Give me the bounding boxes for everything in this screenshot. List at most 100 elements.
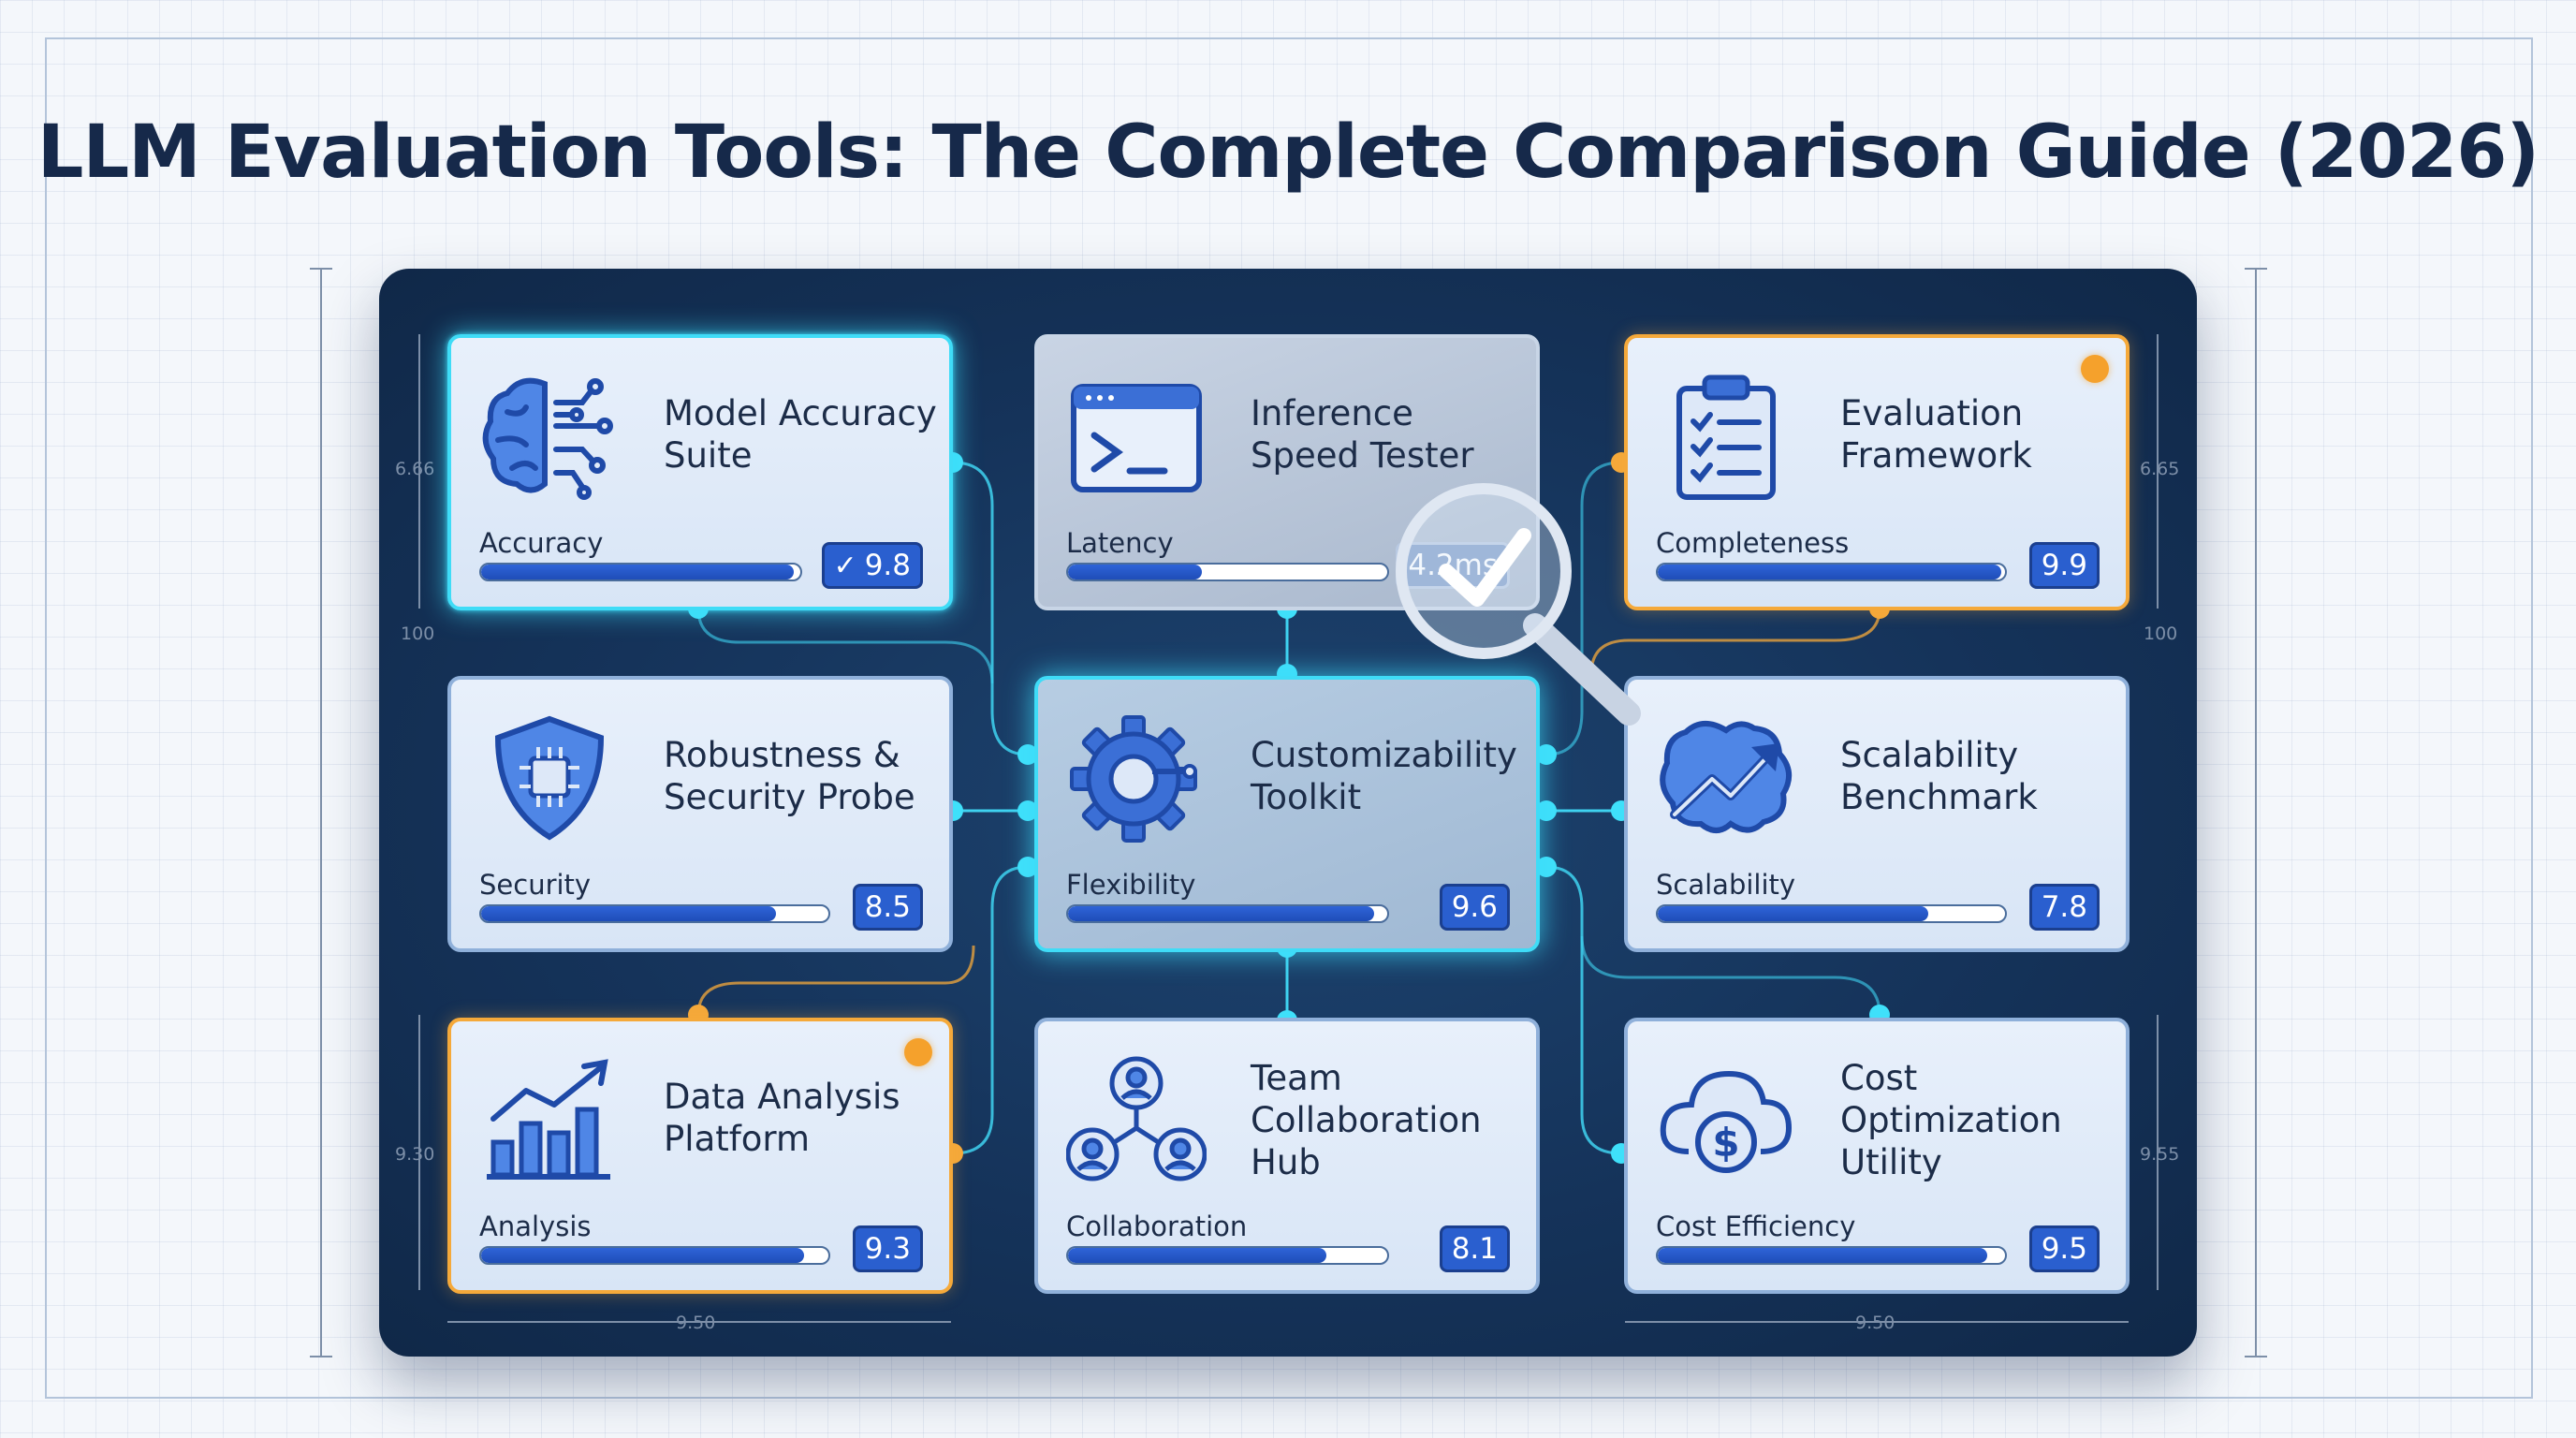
metric-label: Completeness	[1656, 527, 1850, 559]
metric-label: Collaboration	[1066, 1211, 1248, 1242]
score-value: 9.5	[2041, 1232, 2087, 1266]
score-value: 9.8	[864, 549, 911, 582]
score-bar-fill	[1068, 565, 1203, 580]
team-network-icon	[1066, 1056, 1207, 1181]
tool-name: Customizability Toolkit	[1251, 735, 1517, 817]
score-badge: 9.5	[2028, 1225, 2100, 1272]
terminal-window-icon	[1071, 384, 1202, 492]
connector-accuracy-bottom	[696, 608, 994, 684]
score-bar-fill	[481, 565, 795, 580]
score-badge: ✓9.8	[821, 542, 923, 589]
metric-label: Accuracy	[479, 527, 604, 559]
tool-name: Data Analysis Platform	[664, 1077, 900, 1159]
shield-chip-icon	[494, 715, 605, 841]
gear-icon	[1070, 715, 1197, 843]
check-icon: ✓	[833, 549, 857, 582]
clipboard-checklist-icon	[1676, 374, 1776, 500]
metric-label: Flexibility	[1066, 869, 1196, 901]
score-bar	[1066, 1246, 1389, 1265]
node-dot	[1017, 744, 1038, 765]
score-value: 8.1	[1451, 1232, 1498, 1266]
dimension-label: 9.50	[1855, 1313, 1895, 1333]
page-frame	[45, 37, 2533, 1399]
score-value: 9.3	[864, 1232, 911, 1266]
tool-name: Model Accuracy Suite	[664, 393, 937, 476]
score-badge: 9.9	[2028, 542, 2100, 589]
score-value: 9.6	[1451, 890, 1498, 924]
node-dot	[1017, 857, 1038, 877]
tool-card-model-accuracy-suite[interactable]: Model Accuracy Suite Accuracy ✓9.8	[447, 334, 953, 610]
node-dot	[1536, 744, 1557, 765]
score-badge: 9.3	[852, 1225, 923, 1272]
tool-name: Scalability Benchmark	[1840, 735, 2038, 817]
magnifier-lens	[1396, 483, 1572, 659]
connector-center-top-right	[1545, 461, 1622, 756]
tool-card-cost-optimization-utility[interactable]: $ Cost Optimization Utility Cost Efficie…	[1624, 1018, 2130, 1294]
score-bar-fill	[1068, 1248, 1327, 1263]
score-bar	[479, 563, 802, 581]
connector-center-cost	[1545, 865, 1622, 1155]
score-badge: 7.8	[2028, 884, 2100, 931]
dimension-label: 100	[2144, 624, 2178, 644]
tool-card-scalability-benchmark[interactable]: Scalability Benchmark Scalability 7.8	[1624, 676, 2130, 952]
dimension-label: 6.65	[2140, 459, 2180, 479]
score-bar	[1656, 904, 2007, 923]
tool-name: Evaluation Framework	[1840, 393, 2032, 476]
tool-name: Team Collaboration Hub	[1251, 1058, 1482, 1182]
metric-label: Security	[479, 869, 592, 901]
brain-circuit-icon	[482, 377, 613, 500]
score-value: 7.8	[2041, 890, 2087, 924]
score-bar	[479, 1246, 830, 1265]
dimension-label: 9.55	[2140, 1144, 2180, 1165]
dimension-label: 6.66	[395, 459, 435, 479]
connector-center-data	[952, 865, 1029, 1155]
score-badge: 8.5	[852, 884, 923, 931]
tool-name: Robustness & Security Probe	[664, 735, 915, 817]
metric-label: Latency	[1066, 527, 1174, 559]
tool-name: Inference Speed Tester	[1251, 393, 1474, 476]
dimension-label: 100	[401, 624, 435, 644]
score-value: 9.9	[2041, 549, 2087, 582]
score-bar-fill	[1068, 906, 1375, 921]
metric-label: Scalability	[1656, 869, 1796, 901]
score-bar-fill	[481, 906, 777, 921]
tool-card-evaluation-framework[interactable]: Evaluation Framework Completeness 9.9	[1624, 334, 2130, 610]
connector-eval-orange	[1589, 608, 1881, 675]
tool-card-team-collaboration-hub[interactable]: Team Collaboration Hub Collaboration 8.1	[1034, 1018, 1540, 1294]
cloud-dollar-icon: $	[1660, 1070, 1793, 1173]
connector-cost-top	[1580, 935, 1881, 1016]
score-bar	[1656, 563, 2007, 581]
status-dot	[2081, 355, 2109, 383]
dimension-label: 9.30	[395, 1144, 435, 1165]
score-badge: 9.6	[1439, 884, 1510, 931]
brain-growth-icon	[1660, 721, 1792, 833]
score-bar-fill	[1658, 565, 2002, 580]
score-bar	[1066, 904, 1389, 923]
connector-accuracy-center	[952, 461, 1029, 756]
page-title: LLM Evaluation Tools: The Complete Compa…	[37, 110, 2539, 195]
metric-label: Analysis	[479, 1211, 592, 1242]
score-bar	[1066, 563, 1389, 581]
score-badge: 8.1	[1439, 1225, 1510, 1272]
magnifier-check-icon	[1439, 528, 1531, 607]
tool-card-robustness-security-probe[interactable]: Robustness & Security Probe Security 8.5	[447, 676, 953, 952]
tool-card-data-analysis-platform[interactable]: Data Analysis Platform Analysis 9.3	[447, 1018, 953, 1294]
node-dot	[1536, 857, 1557, 877]
score-bar-fill	[1658, 1248, 1988, 1263]
tool-card-inference-speed-tester[interactable]: Inference Speed Tester Latency 4.2ms	[1034, 334, 1540, 610]
score-bar-fill	[1658, 906, 1929, 921]
score-bar	[1656, 1246, 2007, 1265]
svg-text:$: $	[1712, 1120, 1739, 1166]
dimension-label: 9.50	[676, 1313, 716, 1333]
connector-data-orange	[696, 945, 975, 1016]
magnifier-handle	[1523, 613, 1641, 726]
score-bar-fill	[481, 1248, 805, 1263]
status-dot	[904, 1038, 932, 1066]
metric-label: Cost Efficiency	[1656, 1211, 1856, 1242]
tool-card-customizability-toolkit[interactable]: Customizability Toolkit Flexibility 9.6	[1034, 676, 1540, 952]
node-dot	[1017, 800, 1038, 821]
score-value: 8.5	[864, 890, 911, 924]
bar-chart-icon	[487, 1059, 610, 1180]
tool-name: Cost Optimization Utility	[1840, 1058, 2062, 1182]
